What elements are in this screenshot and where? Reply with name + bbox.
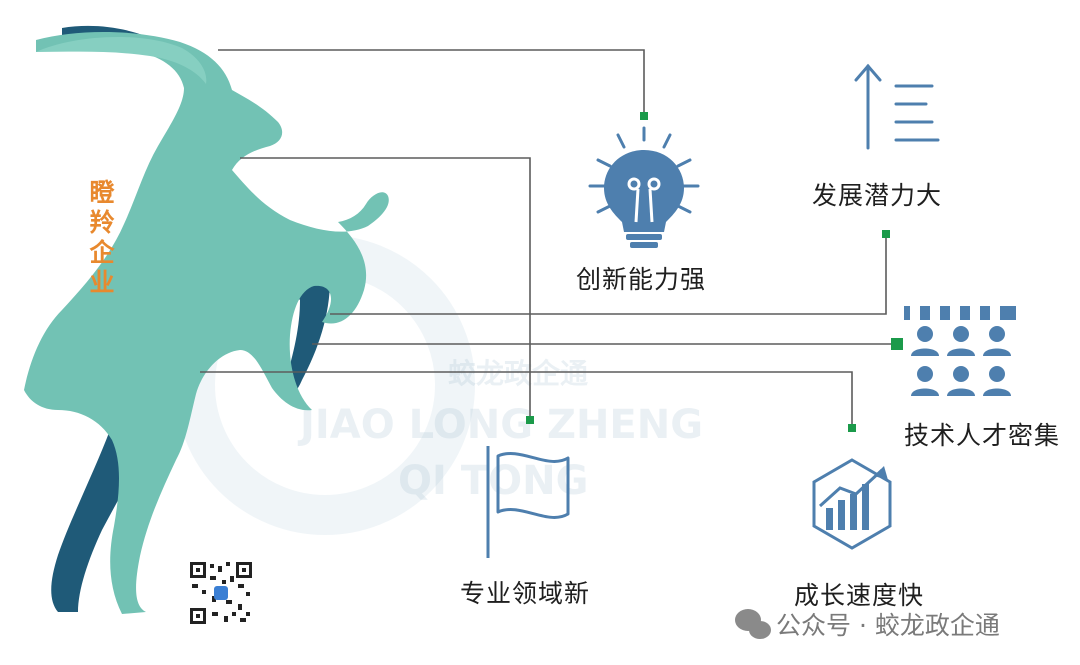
label-talent: 技术人才密集 [904,421,1061,450]
node-specialty [526,416,534,424]
connector-nodes [526,112,903,432]
watermark-cn: 蛟龙政企通 [448,357,589,390]
connector-lines [200,49,896,428]
label-innovation: 创新能力强 [576,265,707,294]
node-potential [882,230,890,238]
growth-chart-icon [812,458,892,550]
growth-arrow-icon [854,63,940,150]
flag-icon [486,446,570,558]
node-innovation [640,112,648,120]
title-char: 业 [89,268,115,297]
gazelle-illustration [24,25,389,614]
qr-code [190,562,252,624]
title-char: 羚 [89,208,115,237]
lightbulb-icon [588,126,700,248]
label-potential: 发展潜力大 [812,181,943,210]
title-char: 瞪 [89,178,115,207]
team-icon [904,306,1016,396]
label-growth: 成长速度快 [794,581,925,610]
watermark-en-line1: JIAO LONG ZHENG [300,402,704,448]
node-talent [891,338,903,350]
gazelle-enterprise-title: 瞪 羚 企 业 [86,178,118,298]
footer-text: 公众号 · 蛟龙政企通 [776,611,1000,640]
wechat-icon [735,609,771,639]
label-specialty: 专业领域新 [460,579,591,608]
node-growth [848,424,856,432]
watermark-en-line2: QI TONG [398,458,589,504]
footer-account: 公众号 · 蛟龙政企通 [738,606,1000,642]
title-char: 企 [89,238,115,267]
